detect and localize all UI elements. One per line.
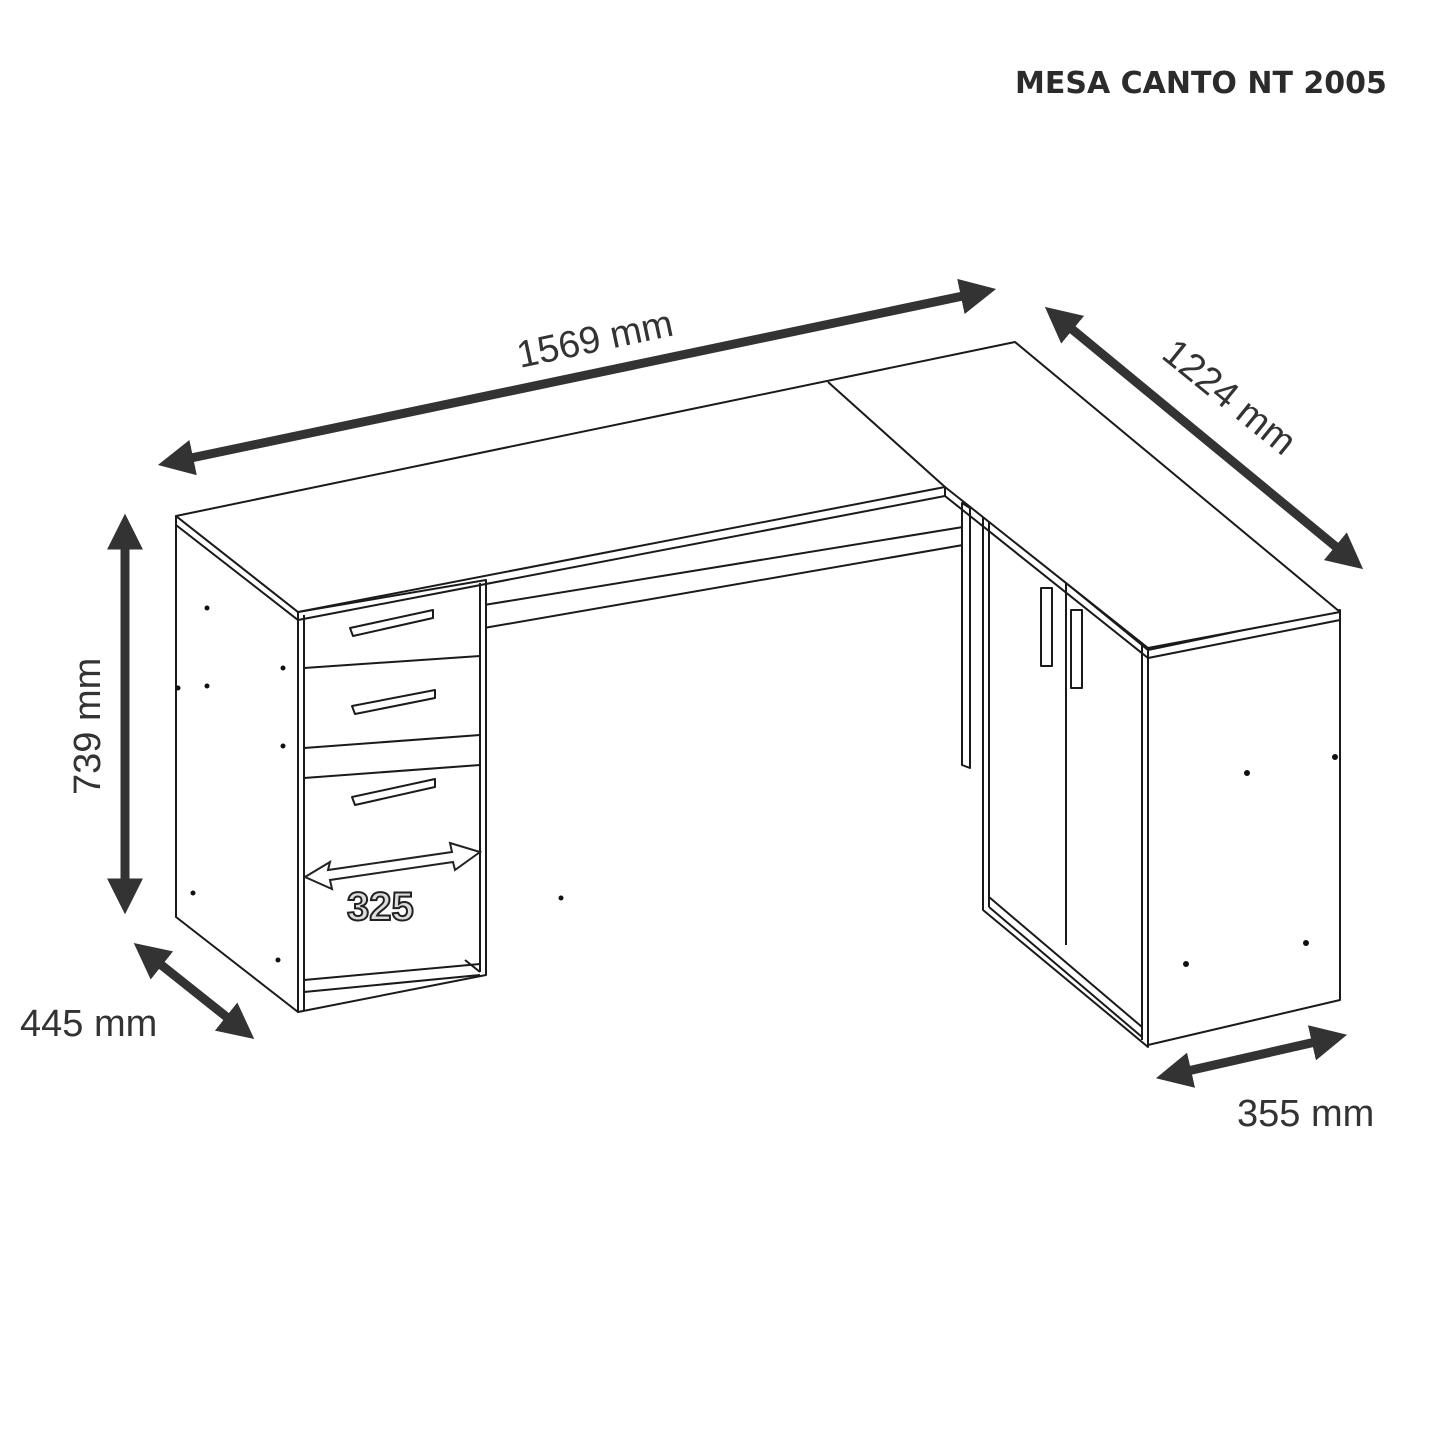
drawer-width-arrow — [302, 841, 483, 891]
return-depth-label: 1224 mm — [1154, 331, 1304, 463]
left-depth-arrow — [133, 943, 255, 1039]
drawer-handle-2 — [351, 689, 436, 715]
door-handle-left — [1040, 587, 1053, 667]
drawer-handle-3 — [351, 778, 436, 806]
drawer-handle-1 — [349, 609, 434, 637]
screw-dots — [175, 605, 1338, 967]
product-title: MESA CANTO NT 2005 — [1015, 66, 1387, 101]
left-depth-label: 445 mm — [20, 1003, 157, 1045]
height-label: 739 mm — [67, 658, 109, 795]
right-cabinet-side — [1147, 609, 1341, 1046]
desk-top — [175, 341, 1341, 649]
door-handle-right — [1070, 609, 1083, 689]
desk-outline — [175, 341, 1341, 1048]
right-depth-arrow — [1155, 1025, 1348, 1088]
right-depth-label: 355 mm — [1237, 1093, 1374, 1135]
return-depth-arrow — [1044, 306, 1364, 570]
right-leg — [961, 502, 971, 769]
width-arrow — [157, 278, 997, 476]
drawer-width-label: 325 — [347, 885, 414, 929]
